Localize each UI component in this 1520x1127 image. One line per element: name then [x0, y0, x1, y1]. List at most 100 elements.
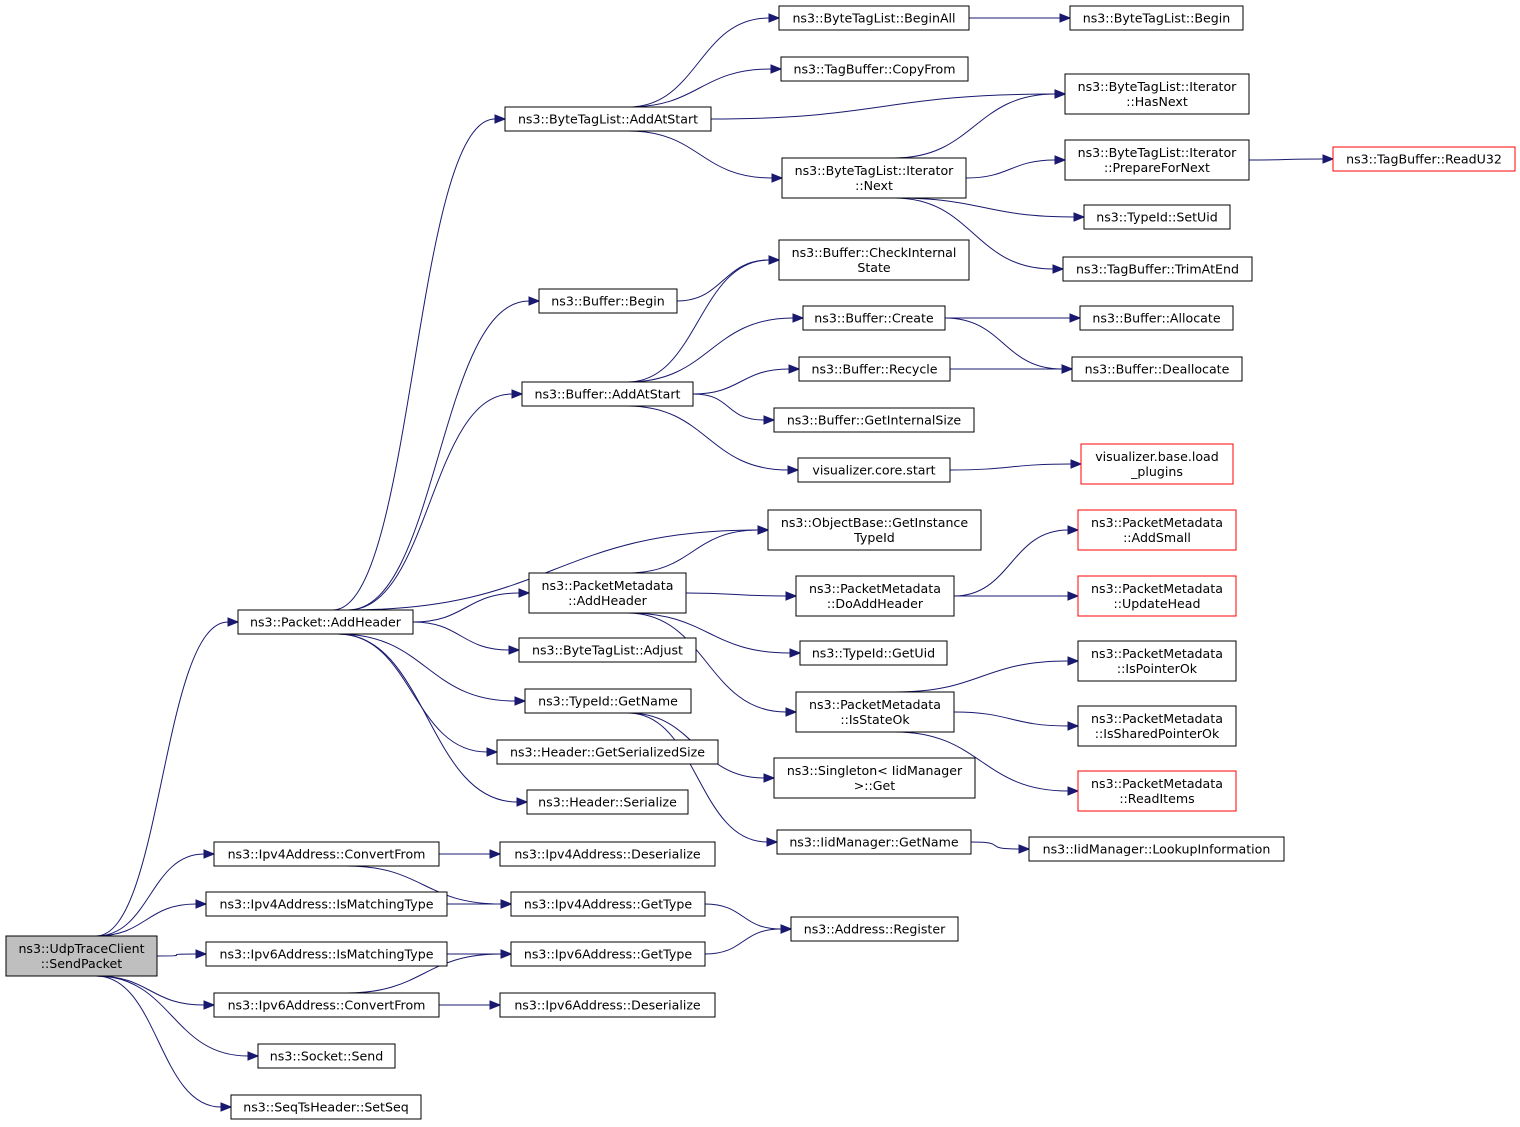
edge-n14-to-n20 — [627, 405, 800, 475]
node-ns3-buffer-recycle[interactable]: ns3::Buffer::Recycle — [798, 356, 951, 382]
node-ns3-iidmanager-getname[interactable]: ns3::IidManager::GetName — [776, 829, 972, 855]
node-ns3-address-register[interactable]: ns3::Address::Register — [790, 916, 959, 942]
node-label: ns3::Buffer::AddAtStart — [534, 387, 680, 402]
node-ns3-buffer-addatstart[interactable]: ns3::Buffer::AddAtStart — [521, 381, 694, 407]
arrowhead-icon — [1070, 459, 1083, 469]
node-ns3-bytetaglist-iterator-preparefornext[interactable]: ns3::ByteTagList::Iterator::PrepareForNe… — [1064, 139, 1250, 181]
node-ns3-bytetaglist-iterator-hasnext[interactable]: ns3::ByteTagList::Iterator::HasNext — [1064, 73, 1250, 115]
node-ns3-iidmanager-lookupinformation[interactable]: ns3::IidManager::LookupInformation — [1028, 836, 1285, 862]
node-ns3-ipv6address-deserialize[interactable]: ns3::Ipv6Address::Deserialize — [499, 992, 716, 1018]
node-ns3-tagbuffer-readu32[interactable]: ns3::TagBuffer::ReadU32 — [1332, 146, 1516, 172]
node-ns3-packetmetadata-ispointerok[interactable]: ns3::PacketMetadata::IsPointerOk — [1077, 640, 1237, 682]
node-ns3-buffer-begin[interactable]: ns3::Buffer::Begin — [538, 288, 678, 314]
edge-line — [412, 592, 520, 623]
node-ns3-packetmetadata-readitems[interactable]: ns3::PacketMetadata::ReadItems — [1077, 770, 1237, 812]
arrowhead-icon — [195, 949, 208, 959]
node-box — [230, 1094, 422, 1120]
node-ns3-ipv6address-ismatchingtype[interactable]: ns3::Ipv6Address::IsMatchingType — [205, 941, 448, 967]
node-ns3-typeid-getname[interactable]: ns3::TypeId::GetName — [524, 688, 692, 714]
node-label: ns3::ByteTagList::Adjust — [532, 643, 683, 658]
node-ns3-header-getserializedsize[interactable]: ns3::Header::GetSerializedSize — [496, 739, 719, 765]
node-ns3-buffer-deallocate[interactable]: ns3::Buffer::Deallocate — [1071, 356, 1243, 382]
node-label: ns3::TypeId::GetUid — [812, 646, 935, 661]
node-label: ns3::TagBuffer::ReadU32 — [1346, 152, 1502, 167]
edge-n35-to-n36 — [970, 841, 1031, 854]
call-nodes: ns3::UdpTraceClient::SendPacket ns3::Pack… — [5, 5, 1516, 1120]
node-ns3-header-serialize[interactable]: ns3::Header::Serialize — [526, 789, 689, 815]
node-label: ns3::ByteTagList::Iterator — [1078, 79, 1238, 94]
node-ns3-bytetaglist-beginall[interactable]: ns3::ByteTagList::BeginAll — [778, 5, 970, 31]
node-label: ns3::Buffer::Deallocate — [1085, 362, 1230, 377]
arrowhead-icon — [1067, 525, 1080, 535]
node-ns3-packetmetadata-addheader[interactable]: ns3::PacketMetadata::AddHeader — [528, 572, 687, 614]
node-box — [1079, 305, 1234, 331]
node-ns3-ipv4address-gettype[interactable]: ns3::Ipv4Address::GetType — [510, 891, 706, 917]
edge-n2-to-n3 — [627, 13, 781, 108]
node-label: visualizer.core.start — [812, 463, 935, 478]
edge-n0-to-n44 — [156, 949, 208, 959]
node-ns3-bytetaglist-adjust[interactable]: ns3::ByteTagList::Adjust — [518, 637, 697, 663]
arrowhead-icon — [766, 837, 779, 847]
node-ns3-ipv6address-gettype[interactable]: ns3::Ipv6Address::GetType — [510, 941, 706, 967]
node-ns3-packetmetadata-doaddheader[interactable]: ns3::PacketMetadata::DoAddHeader — [795, 575, 955, 617]
node-ns3-socket-send[interactable]: ns3::Socket::Send — [257, 1043, 396, 1069]
edge-n2-to-n5 — [627, 64, 783, 108]
node-ns3-ipv6address-convertfrom[interactable]: ns3::Ipv6Address::ConvertFrom — [213, 992, 440, 1018]
node-ns3-singleton-iidmanager-get[interactable]: ns3::Singleton< IidManager >::Get — [773, 757, 976, 799]
edge-n25-to-n24 — [953, 525, 1080, 597]
node-ns3-buffer-allocate[interactable]: ns3::Buffer::Allocate — [1079, 305, 1234, 331]
node-visualizer-base-load-plugins[interactable]: visualizer.base.load_plugins — [1080, 443, 1234, 485]
node-ns3-packetmetadata-addsmall[interactable]: ns3::PacketMetadata::AddSmall — [1077, 509, 1237, 551]
edge-n0-to-n49 — [95, 975, 233, 1112]
arrowhead-icon — [1061, 364, 1074, 374]
edge-line — [627, 405, 789, 471]
node-box — [1069, 5, 1244, 31]
node-ns3-bytetaglist-begin[interactable]: ns3::ByteTagList::Begin — [1069, 5, 1244, 31]
edge-n1-to-n33 — [337, 633, 527, 706]
edge-n15-to-n18 — [944, 317, 1074, 374]
node-ns3-udptraceclient-sendpacket[interactable]: ns3::UdpTraceClient::SendPacket — [5, 935, 158, 977]
node-ns3-typeid-getuid[interactable]: ns3::TypeId::GetUid — [799, 640, 948, 666]
node-ns3-tagbuffer-trimatend[interactable]: ns3::TagBuffer::TrimAtEnd — [1062, 256, 1253, 282]
node-ns3-ipv4address-ismatchingtype[interactable]: ns3::Ipv4Address::IsMatchingType — [205, 891, 448, 917]
node-ns3-seqtsheader-setseq[interactable]: ns3::SeqTsHeader::SetSeq — [230, 1094, 422, 1120]
edge-line — [95, 853, 205, 937]
edge-line — [337, 633, 518, 803]
arrowhead-icon — [789, 648, 802, 658]
node-ns3-packetmetadata-updatehead[interactable]: ns3::PacketMetadata::UpdateHead — [1077, 575, 1237, 617]
edge-line — [95, 975, 222, 1108]
node-label: ns3::Buffer::Recycle — [811, 362, 937, 377]
edge-n23-to-n28 — [627, 612, 798, 717]
node-ns3-typeid-setuid[interactable]: ns3::TypeId::SetUid — [1083, 204, 1231, 230]
node-ns3-packetmetadata-isstateok[interactable]: ns3::PacketMetadata::IsStateOk — [795, 691, 955, 733]
node-ns3-packet-addheader[interactable]: ns3::Packet::AddHeader — [237, 609, 414, 635]
node-box — [205, 941, 448, 967]
node-ns3-bytetaglist-addatstart[interactable]: ns3::ByteTagList::AddAtStart — [504, 106, 712, 132]
node-box — [798, 356, 951, 382]
edge-line — [346, 953, 502, 994]
node-label: ns3::PacketMetadata — [1091, 776, 1223, 791]
edge-line — [627, 68, 772, 108]
node-ns3-buffer-create[interactable]: ns3::Buffer::Create — [802, 305, 946, 331]
edge-line — [704, 928, 782, 955]
node-ns3-ipv4address-deserialize[interactable]: ns3::Ipv4Address::Deserialize — [499, 841, 716, 867]
edge-line — [627, 317, 794, 383]
node-label: ::IsPointerOk — [1117, 661, 1198, 676]
node-ns3-bytetaglist-iterator-next[interactable]: ns3::ByteTagList::Iterator::Next — [781, 157, 967, 199]
node-ns3-tagbuffer-copyfrom[interactable]: ns3::TagBuffer::CopyFrom — [780, 56, 969, 82]
node-visualizer-core-start[interactable]: visualizer.core.start — [797, 457, 951, 483]
edge-n39-to-n40 — [439, 849, 502, 859]
node-label: ns3::ByteTagList::Begin — [1083, 11, 1231, 26]
node-label: ns3::Header::GetSerializedSize — [510, 745, 705, 760]
node-ns3-packetmetadata-issharedpointerok[interactable]: ns3::PacketMetadata::IsSharedPointerOk — [1077, 705, 1237, 747]
edge-n23-to-n22 — [627, 525, 770, 574]
edge-line — [676, 259, 770, 302]
node-label: ns3::PacketMetadata — [1091, 646, 1223, 661]
node-box — [1062, 256, 1253, 282]
node-box — [1071, 356, 1243, 382]
node-ns3-buffer-getinternalsize[interactable]: ns3::Buffer::GetInternalSize — [773, 407, 975, 433]
node-ns3-ipv4address-convertfrom[interactable]: ns3::Ipv4Address::ConvertFrom — [213, 841, 440, 867]
arrowhead-icon — [1059, 13, 1072, 23]
